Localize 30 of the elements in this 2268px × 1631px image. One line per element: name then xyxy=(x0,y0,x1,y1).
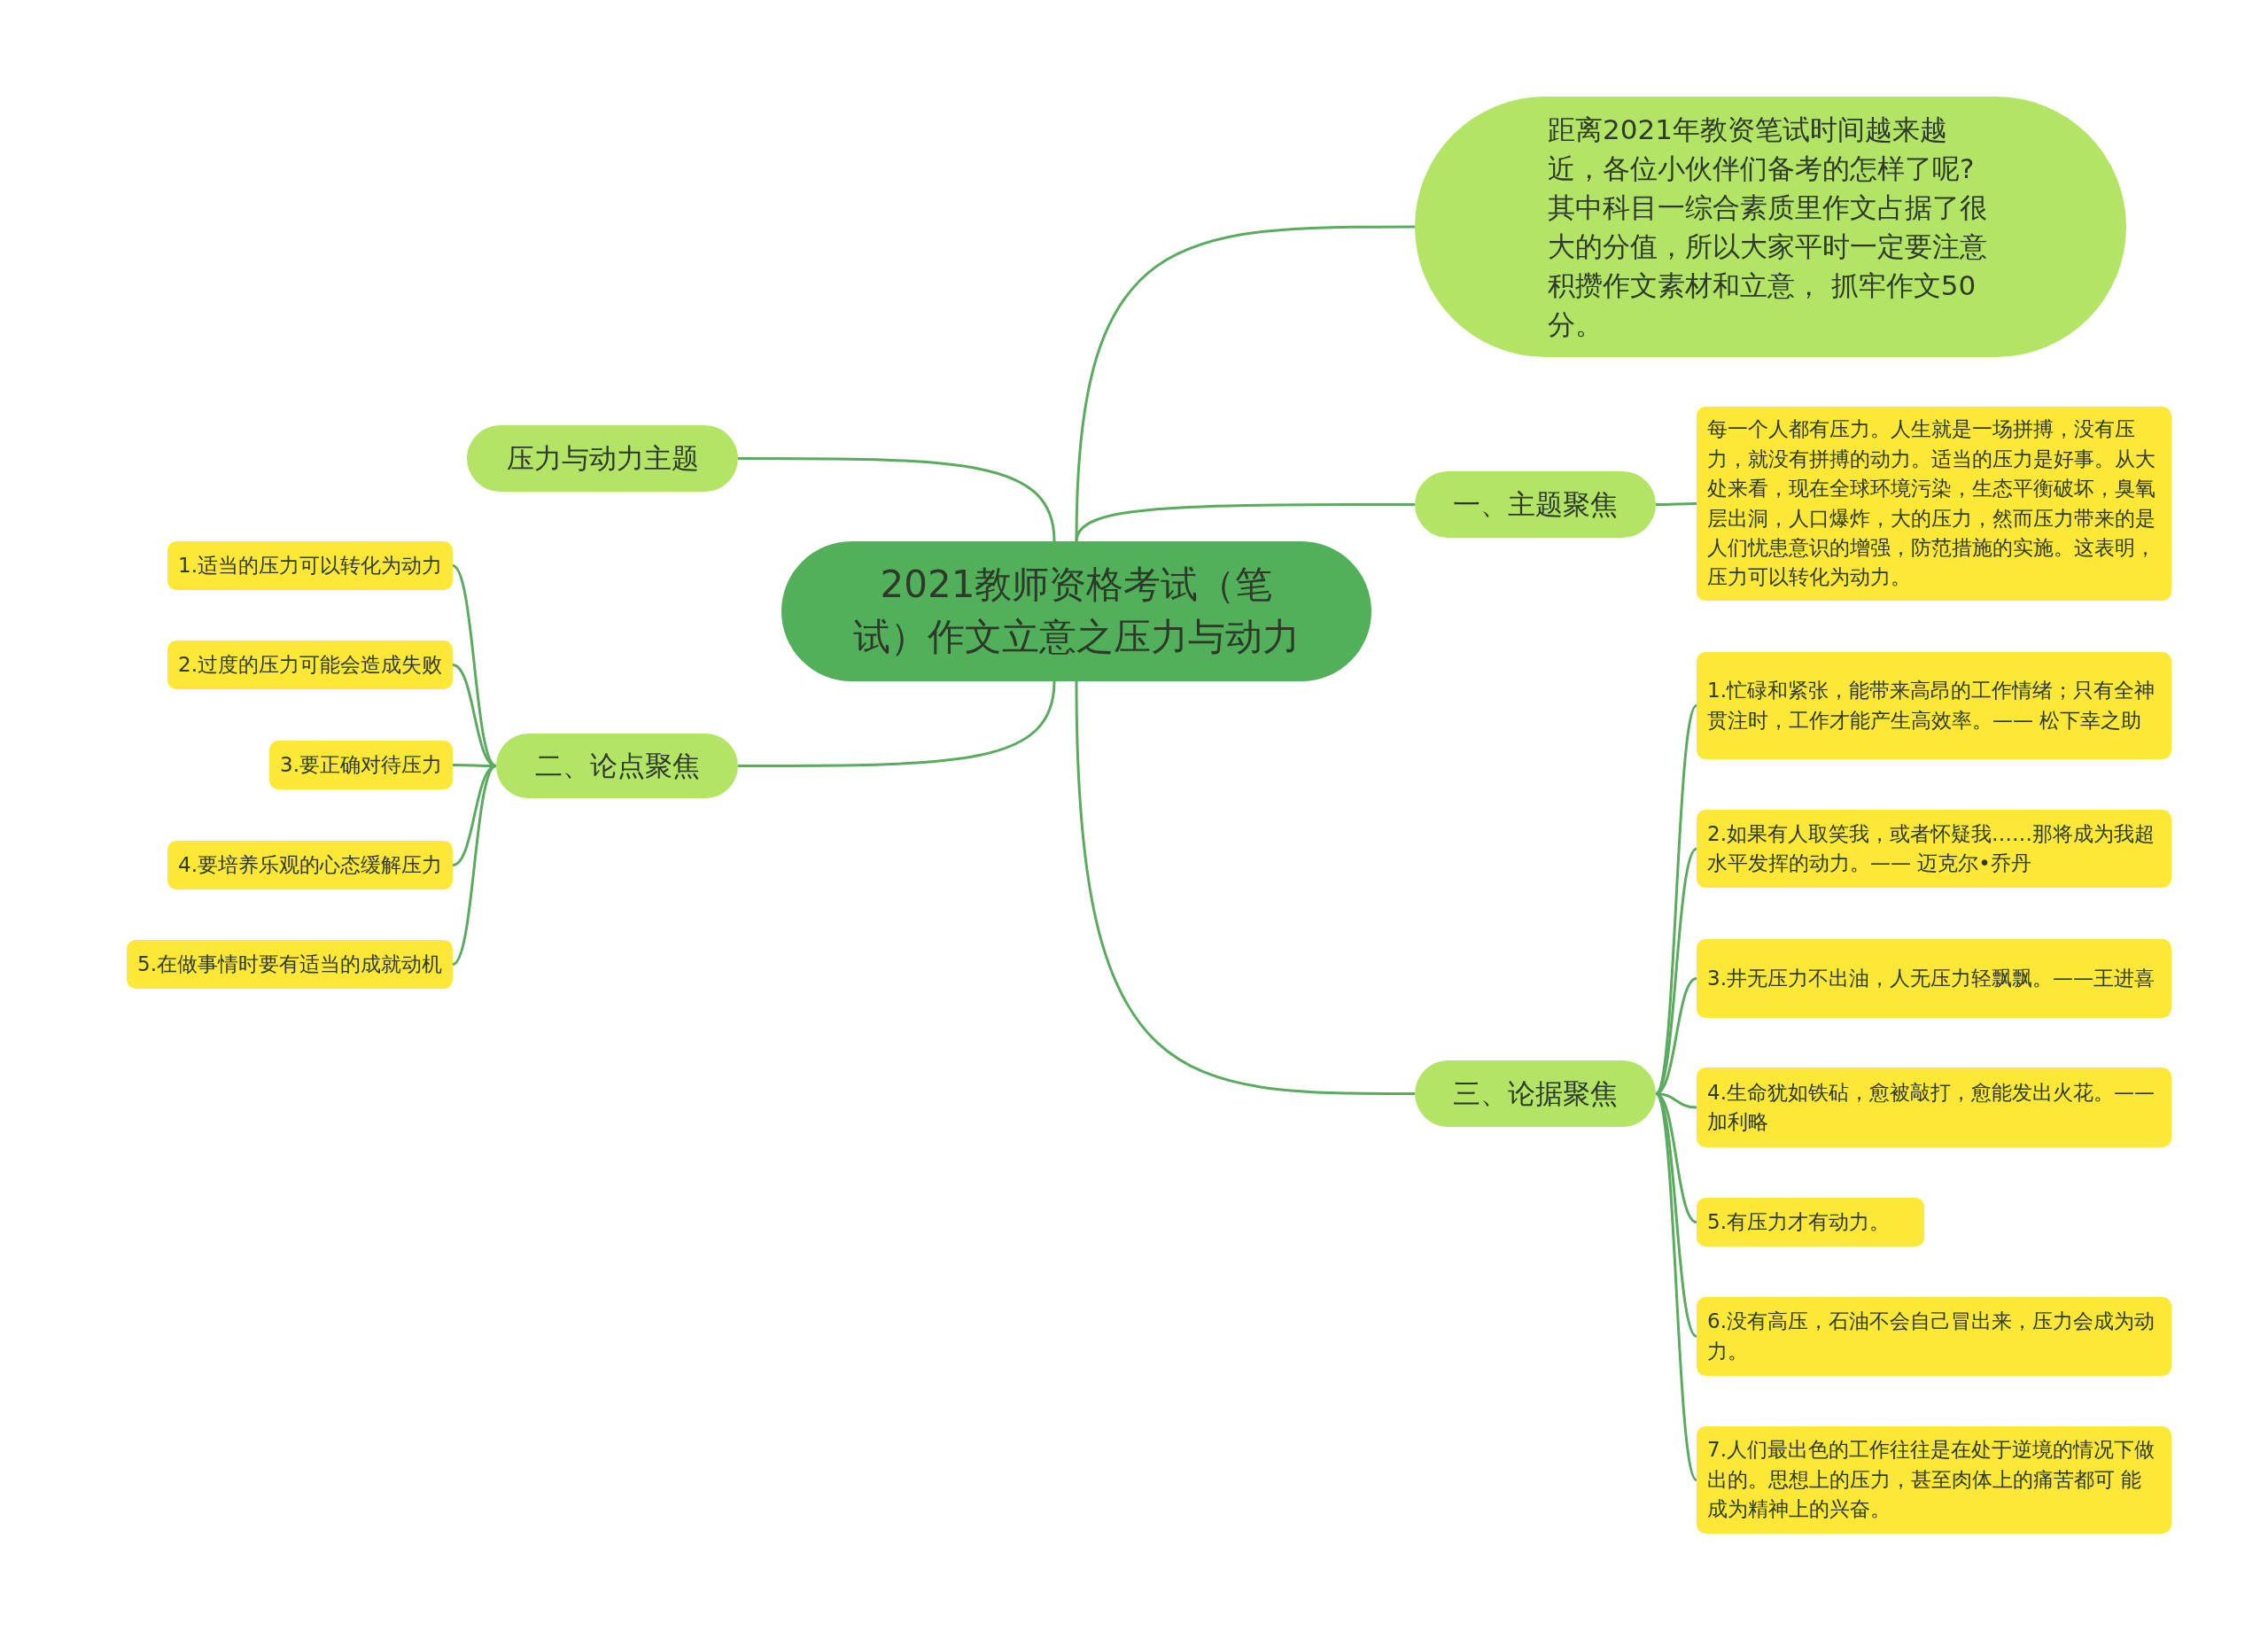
quote-card: 4.生命犹如铁砧，愈被敲打，愈能发出火花。—— 加利略 xyxy=(1697,1068,2171,1147)
quote-card: 2.如果有人取笑我，或者怀疑我……那将成为我超水平发挥的动力。—— 迈克尔•乔丹 xyxy=(1697,810,2171,888)
quote-card: 7.人们最出色的工作往往是在处于逆境的情况下做出的。思想上的压力，甚至肉体上的痛苦都可 能成为精神上的兴奋。 xyxy=(1697,1426,2171,1534)
quote-card: 3.井无压力不出油，人无压力轻飘飘。——王进喜 xyxy=(1697,939,2171,1018)
branch-topic-pill: 二、论点聚焦 xyxy=(496,734,738,798)
connector-line xyxy=(452,765,497,966)
intro-bubble: 距离2021年教资笔试时间越来越近，各位小伙伴们备考的怎样了呢?其中科目一综合素质里作文占据了很大的分值，所以大家平时一定要注意积攒作文素材和立意， 抓牢作文50分。 xyxy=(1415,97,2126,357)
quote-card: 1.忙碌和紧张，能带来高昂的工作情绪；只有全神贯注时，工作才能产生高效率。—— 松下幸之助 xyxy=(1697,652,2171,759)
quote-card: 6.没有高压，石油不会自己冒出来，压力会成为动力。 xyxy=(1697,1297,2171,1376)
branch-topic-pill: 一、主题聚焦 xyxy=(1415,471,1656,538)
connector-line xyxy=(1654,847,1698,1095)
connector-line xyxy=(1075,680,1415,1095)
quote-card: 5.有压力才有动力。 xyxy=(1697,1198,1924,1247)
connector-line xyxy=(1656,502,1697,506)
connector-line xyxy=(1075,503,1415,542)
connector-line xyxy=(738,680,1056,767)
central-topic-pill: 2021教师资格考试（笔试）作文立意之压力与动力 xyxy=(781,541,1371,681)
connector-line xyxy=(1075,225,1415,542)
branch-topic-pill: 三、论据聚焦 xyxy=(1415,1060,1656,1127)
text-card: 每一个人都有压力。人生就是一场拼搏，没有压力，就没有拼搏的动力。适当的压力是好事。从大处来看，现在全球环境污染，生态平衡破坏，臭氧层出洞，人口爆炸，大的压力，然而压力带来的是人们忧患意识的增强，防范措施的实施。这表明，压力可以转化为动力。 xyxy=(1697,407,2171,601)
point-card: 3.要正确对待压力 xyxy=(269,741,453,789)
branch-topic-pill: 压力与动力主题 xyxy=(467,425,738,492)
point-card: 2.过度的压力可能会造成失败 xyxy=(167,641,453,689)
connector-line xyxy=(738,457,1056,542)
connector-line xyxy=(452,765,497,866)
connector-line xyxy=(1654,1092,1698,1481)
point-card: 4.要培养乐观的心态缓解压力 xyxy=(167,841,453,889)
connector-line xyxy=(452,664,497,767)
point-card: 5.在做事情时要有适当的成就动机 xyxy=(127,940,453,989)
point-card: 1.适当的压力可以转化为动力 xyxy=(167,541,453,590)
